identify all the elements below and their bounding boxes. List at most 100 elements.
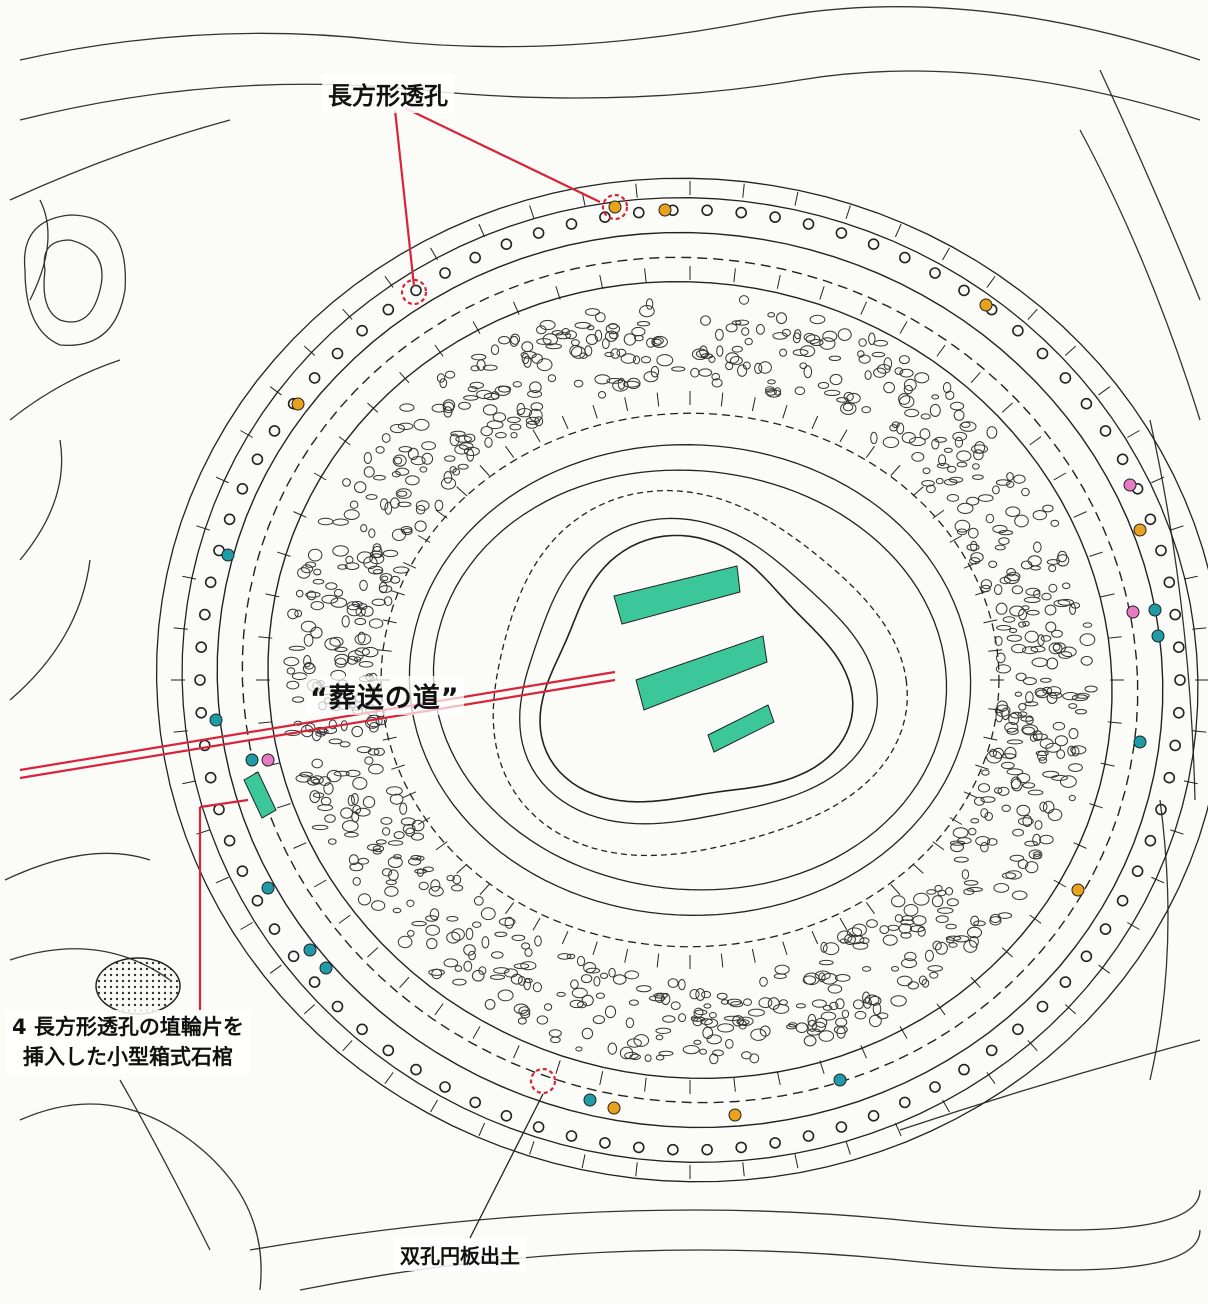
stone [371,545,383,559]
stone [992,747,1005,759]
stone [431,403,447,413]
stone [286,680,300,690]
colored-haniwa-dot [261,753,275,767]
stone [400,817,416,826]
stone [731,345,743,353]
stone [619,1046,634,1060]
stone [837,328,852,341]
stone [924,949,934,962]
stone [864,370,872,381]
slope-tick [303,1004,316,1015]
stone [570,979,579,990]
slope-tick [1151,876,1165,884]
stone [429,908,440,921]
haniwa-cylinder [236,865,249,878]
label-rectangular-openings: 長方形透孔 [322,74,454,113]
stone [712,1049,724,1057]
stone [593,976,601,987]
stone [863,997,872,1009]
stone [286,667,296,675]
stone [295,589,304,598]
slope-tick [1089,551,1103,557]
stone [450,430,466,437]
stone [903,904,919,917]
stone [1018,608,1028,621]
haniwa-cylinder [769,1137,781,1149]
stone [662,1015,676,1023]
stone [521,942,531,950]
slope-tick [1107,721,1122,724]
stone [931,895,944,908]
stone [847,934,865,945]
stone [1070,745,1087,755]
stone [491,951,504,959]
colored-haniwa-dot [1071,883,1085,897]
stone [667,978,679,988]
stone [711,372,721,381]
red-annotations [19,107,629,1095]
stone [827,984,843,994]
stone [405,475,420,486]
stone [903,378,917,392]
stone [367,748,380,756]
stone [844,933,856,946]
stone [957,502,974,514]
ring-contour [380,412,1000,948]
haniwa-cylinder [287,950,300,963]
haniwa-cylinder [1174,674,1186,686]
stone [542,333,558,346]
slope-tick [532,429,541,443]
stone [517,1017,527,1025]
stone [524,947,533,957]
stone [1027,555,1042,567]
stone [692,1017,703,1027]
stone [935,915,949,923]
slope-tick [942,247,950,261]
stone [974,441,986,454]
slope-tick [983,736,998,741]
stone [755,324,765,335]
stone [957,837,972,845]
stone [297,567,311,579]
stone [397,490,408,497]
stone [317,804,334,812]
haniwa-cylinder [985,1044,998,1057]
stone [1039,801,1048,812]
stone [418,881,429,891]
stone [354,633,372,646]
stone [408,857,422,866]
stone [759,1025,771,1037]
haniwa-cylinder [1173,641,1185,654]
stone [550,1036,561,1044]
haniwa-cylinder [898,1096,911,1109]
stone [373,474,386,481]
slope-tick [720,392,724,407]
haniwa-cylinder [195,641,207,654]
stone [1058,651,1073,659]
stone [355,607,366,617]
slope-tick [733,268,736,283]
haniwa-cylinder [1155,544,1167,557]
stone [358,661,374,668]
stone [909,925,925,933]
stone [858,354,871,364]
stone [998,537,1010,545]
stone [1005,870,1023,880]
stone [573,379,584,388]
stone [854,1010,867,1020]
haniwa-cylinder [735,1141,748,1154]
stone [829,1001,839,1011]
stone [918,975,928,986]
stone [401,528,413,536]
stone [443,471,453,484]
stone [802,975,817,985]
slope-tick [399,372,410,384]
stone [583,962,597,974]
slope-tick [513,301,520,315]
stone [468,950,476,961]
stone [1018,621,1027,628]
stone [354,481,367,494]
stone [363,466,375,478]
stone [315,731,326,737]
slope-tick [932,509,945,519]
